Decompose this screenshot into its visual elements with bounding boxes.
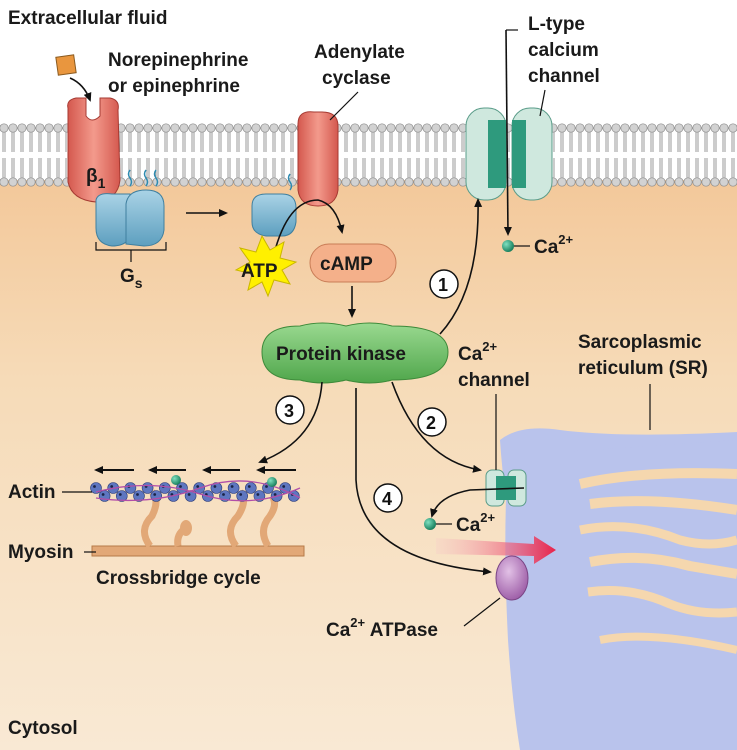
pathway-4-arrow: [355, 388, 492, 576]
sr-ca-release-arrow: [430, 487, 525, 518]
atp-label: ATP: [241, 261, 278, 282]
protein-kinase: Protein kinase: [261, 322, 449, 384]
sr-calcium-channel: [485, 469, 527, 507]
ca-pump-arrow: [436, 536, 556, 564]
beta1-label: β1: [86, 166, 106, 191]
actin-filament: [90, 480, 301, 502]
adenylate-label-line1: Adenylate: [314, 42, 405, 63]
ligand-label-line1: Norepinephrine: [108, 50, 248, 71]
l-type-calcium-channel: [465, 107, 553, 201]
ca-channel-label-line2: channel: [458, 370, 530, 391]
calcium-ion: [502, 240, 514, 252]
ca-channel-label-line1: Ca2+: [458, 339, 498, 365]
sarcoplasmic-reticulum: [500, 428, 737, 750]
pathway-2-arrow: [391, 381, 482, 473]
step-1-marker: [429, 269, 459, 299]
atp-starburst: ATP: [234, 234, 298, 298]
ca-top-label: Ca2+: [534, 232, 574, 258]
crossbridge-label: Crossbridge cycle: [96, 568, 261, 589]
extracellular-label: Extracellular fluid: [8, 8, 167, 29]
protein-kinase-label: Protein kinase: [276, 344, 406, 365]
gs-label: Gs: [120, 266, 143, 291]
camp-node: cAMP: [309, 243, 397, 283]
gs-protein: [95, 169, 165, 247]
atp-to-camp-arrow: [271, 199, 345, 263]
calcium-ion-actin-1: [171, 475, 181, 485]
ligand-label-line2: or epinephrine: [108, 76, 240, 97]
ltype-label-line3: channel: [528, 66, 600, 87]
adenylate-leader-line: [329, 91, 359, 121]
step-3-label: 3: [284, 401, 294, 421]
calcium-ion-actin-2: [267, 477, 277, 487]
ltype-label-line1: L-type: [528, 14, 585, 35]
step-2-marker: [417, 407, 447, 437]
adenylate-label-line2: cyclase: [322, 68, 391, 89]
atpase-label: Ca2+ ATPase: [326, 615, 438, 641]
step-2-label: 2: [426, 413, 436, 433]
myosin-label: Myosin: [8, 542, 73, 563]
ca-atpase-pump: [495, 555, 529, 601]
ca-mid-label: Ca2+: [456, 510, 496, 536]
actin-label: Actin: [8, 482, 56, 503]
step-4-marker: [373, 483, 403, 513]
pathway-1-arrow: [439, 198, 483, 335]
pathway-3-arrow: [258, 381, 323, 464]
step-4-label: 4: [382, 489, 392, 509]
calcium-ion-mid: [424, 518, 436, 530]
ltype-ca-influx-arrow: [503, 29, 512, 236]
step-1-label: 1: [438, 275, 448, 295]
ligand-binding-arrow: [69, 77, 92, 102]
ligand-square: [55, 54, 77, 76]
sr-label-line2: reticulum (SR): [578, 358, 708, 379]
extracellular-region: [0, 0, 737, 125]
step-3-marker: [275, 395, 305, 425]
beta1-receptor: β1: [67, 97, 121, 203]
sr-label-line1: Sarcoplasmic: [578, 332, 702, 353]
cytosol-label: Cytosol: [8, 718, 78, 739]
ltype-label-line2: calcium: [528, 40, 599, 61]
camp-label: cAMP: [320, 254, 373, 275]
